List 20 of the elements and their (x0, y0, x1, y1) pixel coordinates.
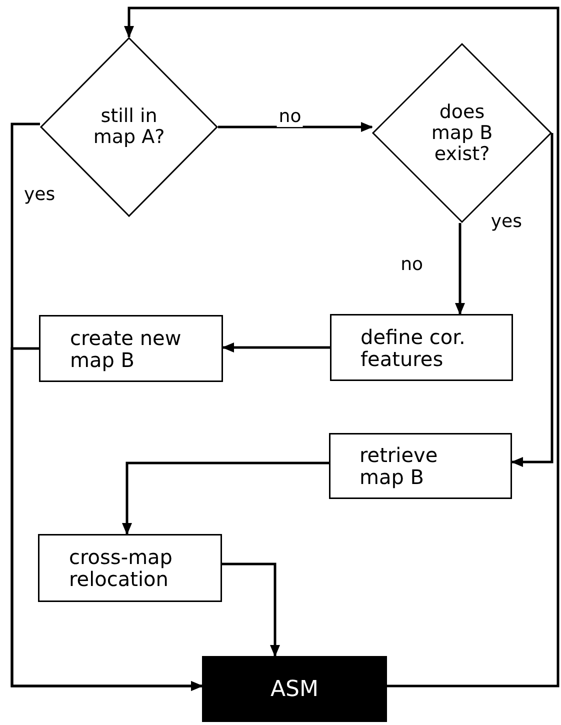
terminal-box (202, 656, 387, 722)
arrow (122, 462, 329, 535)
process-box (329, 433, 512, 499)
arrow (511, 133, 554, 467)
arrow (10, 347, 203, 691)
arrow (218, 122, 373, 132)
arrow (222, 562, 280, 657)
node-text: does map B exist? (430, 102, 494, 164)
node-text: create new map B (70, 326, 182, 370)
node-text: define cor. features (360, 326, 466, 370)
arrow (124, 6, 560, 688)
node-text: retrieve map B (360, 444, 439, 488)
node-text: ASM (270, 678, 318, 700)
node-text: still in map A? (92, 106, 166, 148)
node-text: cross-map relocation (69, 546, 174, 590)
arrow (222, 342, 330, 352)
process-box (38, 534, 222, 602)
process-box (330, 314, 513, 381)
process-box (39, 315, 223, 382)
arrow (455, 223, 465, 315)
